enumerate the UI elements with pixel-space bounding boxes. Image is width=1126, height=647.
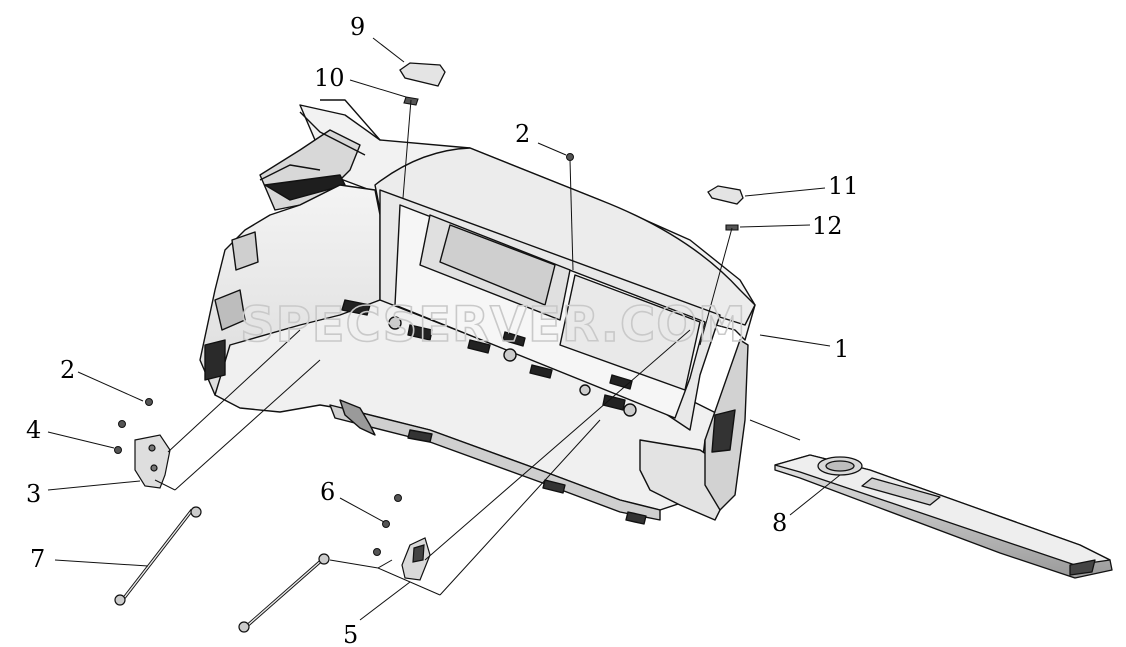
screws-left — [114, 153, 574, 454]
callout-2-left: 2 — [60, 356, 75, 384]
callout-9: 9 — [350, 13, 365, 41]
callout-7: 7 — [30, 545, 45, 573]
trim-strip — [774, 454, 1113, 579]
dashboard-panel — [199, 99, 756, 525]
callout-8: 8 — [772, 509, 787, 537]
screws-center — [373, 494, 402, 556]
callout-6: 6 — [320, 478, 335, 506]
callout-11: 11 — [828, 172, 859, 200]
cover-cap-9 — [399, 62, 446, 87]
clip-12 — [725, 224, 739, 231]
cover-cap-11 — [707, 185, 744, 205]
assembly-lines — [154, 99, 801, 596]
callout-10: 10 — [314, 64, 345, 92]
callout-3: 3 — [26, 480, 41, 508]
leader-lines — [47, 37, 841, 621]
callout-1: 1 — [834, 335, 849, 363]
gas-strut-7 — [114, 506, 202, 606]
bracket-5 — [401, 537, 431, 581]
bracket-3 — [134, 434, 171, 489]
callout-12: 12 — [812, 212, 843, 240]
gas-strut-second — [238, 553, 330, 633]
callout-labels: 9 10 2 11 12 1 2 4 3 7 6 5 8 — [26, 13, 859, 647]
callout-4: 4 — [26, 416, 41, 444]
callout-2-top: 2 — [515, 120, 530, 148]
callout-5: 5 — [343, 621, 358, 647]
watermark-text: SPECSERVER.COM — [240, 297, 747, 353]
